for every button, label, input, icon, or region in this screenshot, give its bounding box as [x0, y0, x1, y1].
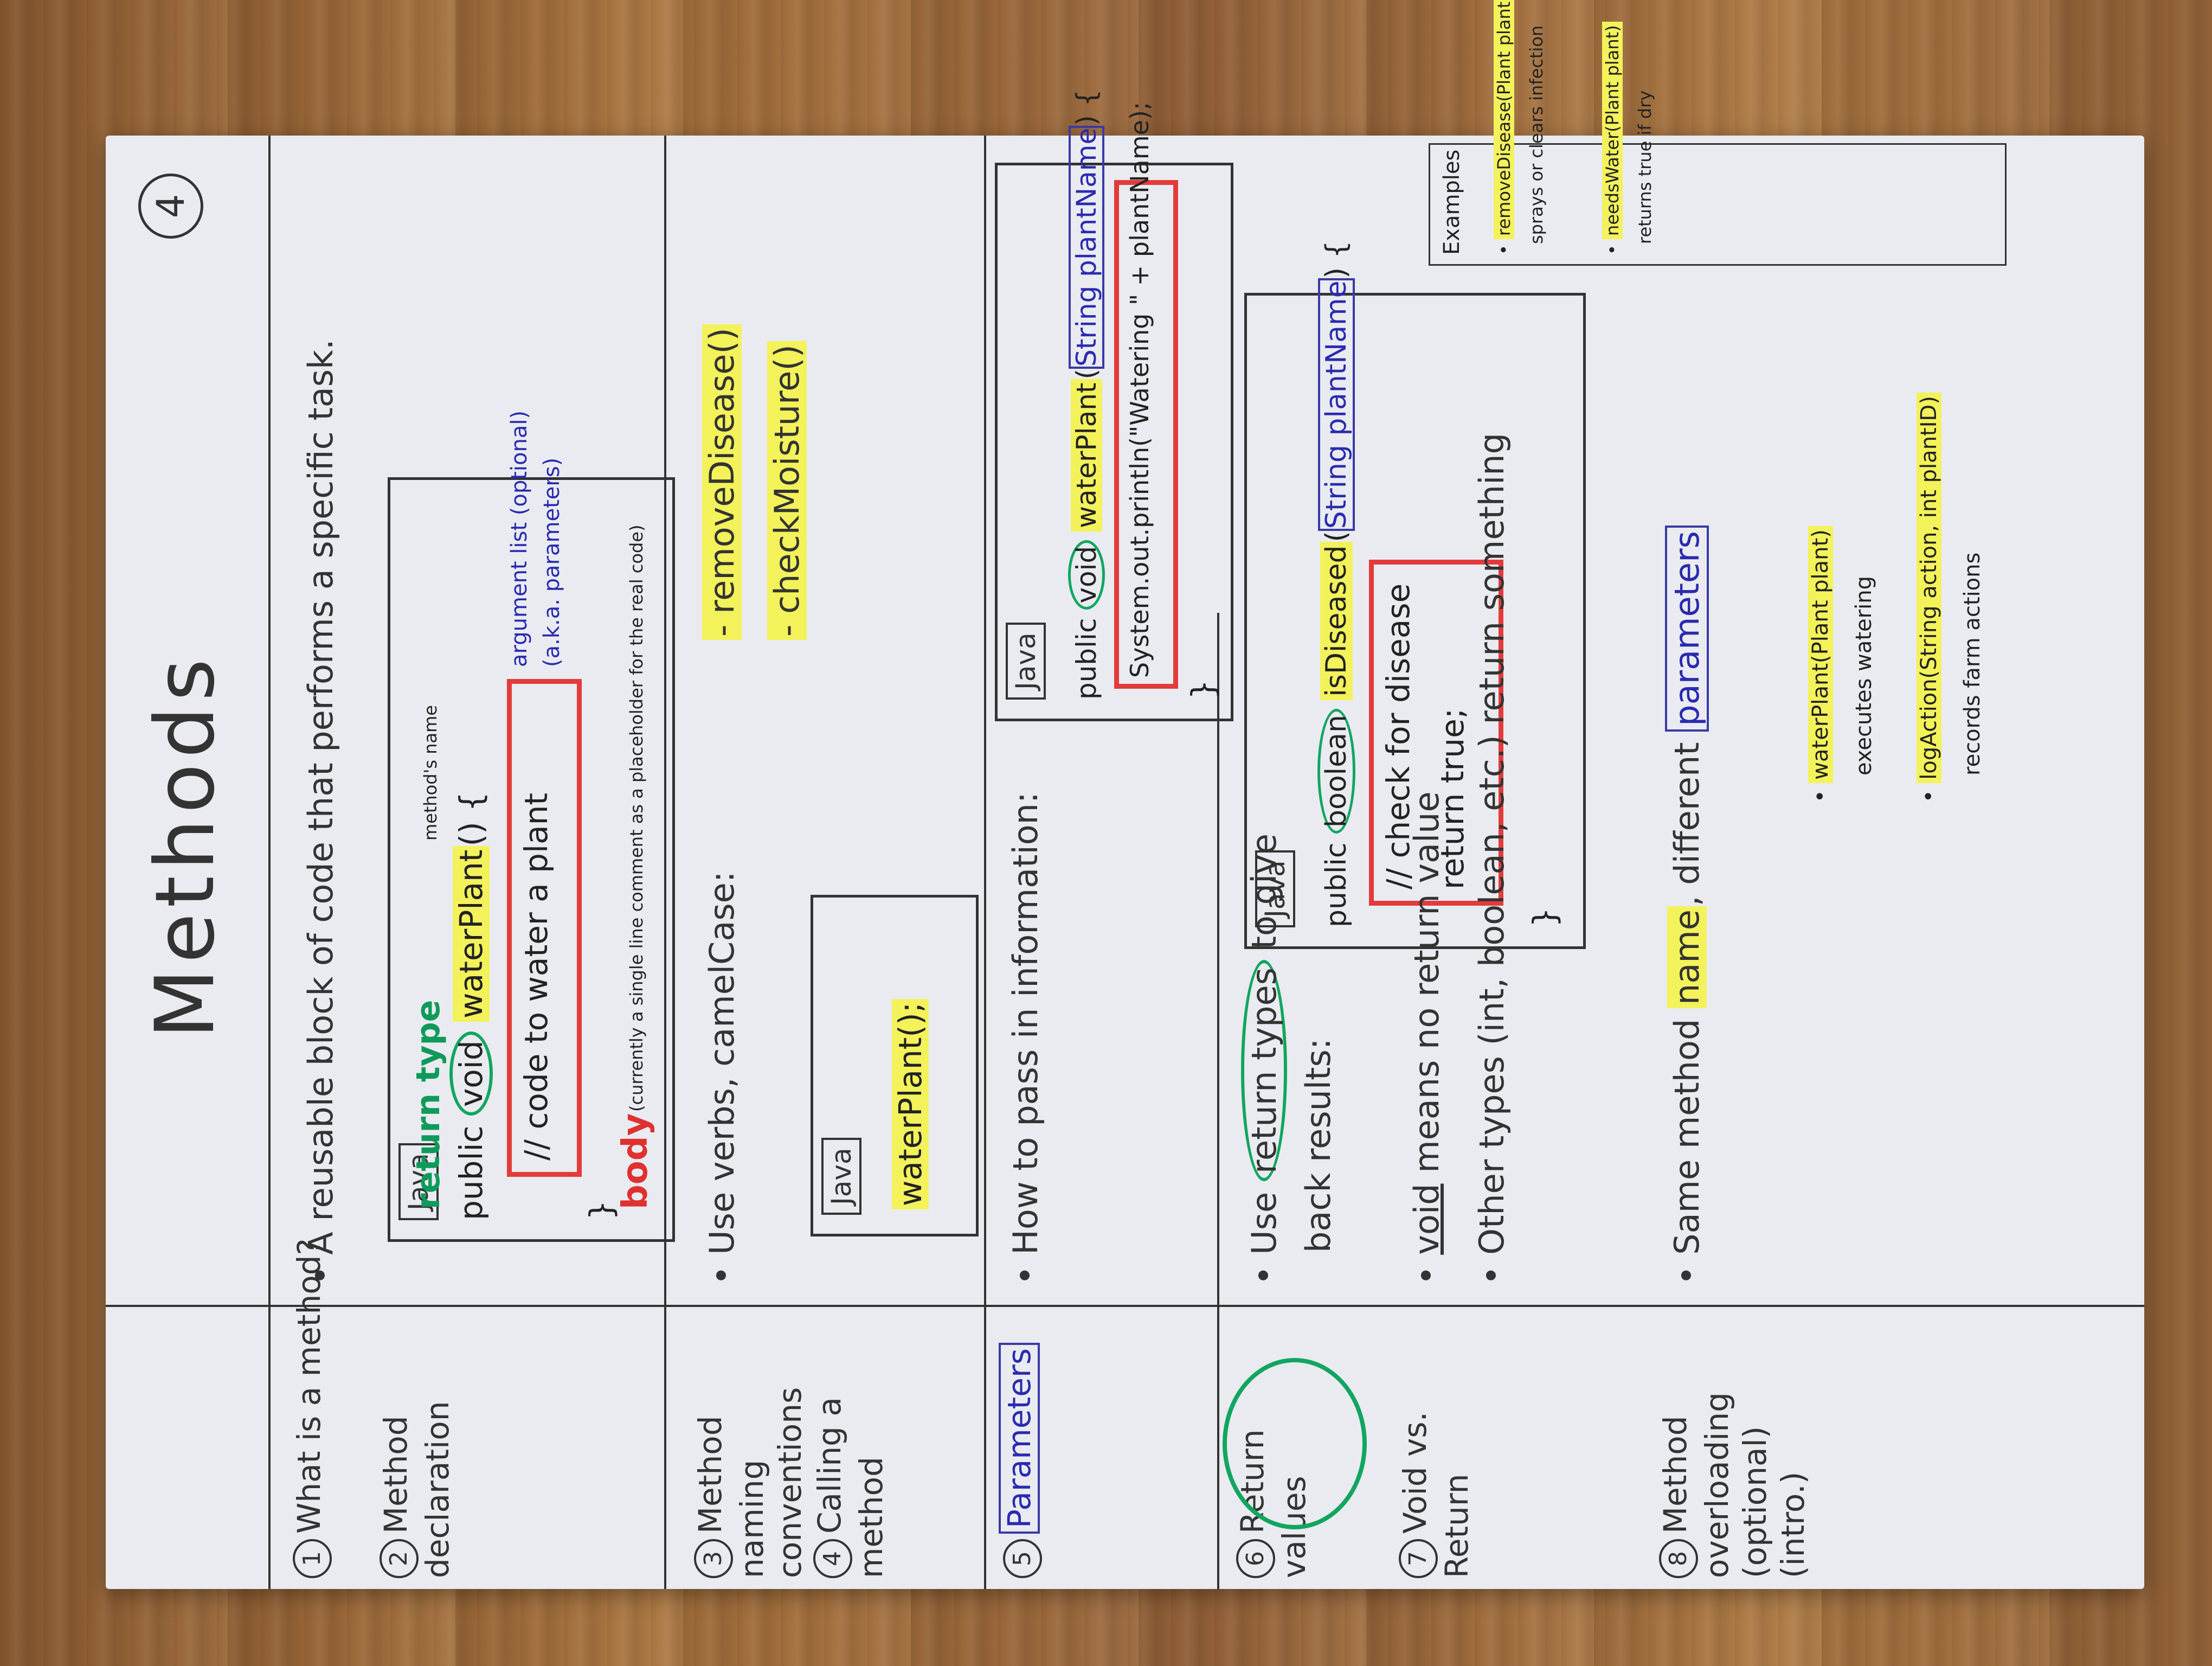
examples-box — [1429, 143, 2007, 266]
examples-item-2-desc: returns true if dry — [1635, 90, 1655, 244]
return-declaration-line: public boolean isDiseased(String plantNa… — [1317, 240, 1355, 927]
annotation-body: body — [615, 1113, 655, 1209]
page-title: Methods — [138, 653, 233, 1039]
examples-title: Examples — [1439, 149, 1464, 255]
examples-item-1-desc: sprays or clears infection — [1526, 25, 1547, 244]
annotation-body-note: (currently a single line comment as a pl… — [626, 524, 647, 1112]
declaration-close: } — [583, 1200, 620, 1220]
section-7-label: 7Void vs. Return — [1397, 1411, 1475, 1578]
section-6-bullet-cont: back results: — [1298, 1038, 1338, 1253]
page-number-badge: 4 — [138, 174, 203, 239]
java-tag: Java — [1255, 850, 1295, 927]
section-7-example-2-desc: records farm actions — [1960, 552, 1985, 776]
left-column-divider — [106, 1305, 2144, 1307]
section-7-bullet-1: • void means no return value — [1407, 791, 1446, 1285]
calling-code: waterPlant(); — [892, 998, 929, 1209]
examples-item-2: • needsWater(Plant plant) — [1602, 22, 1623, 255]
naming-example-1: - removeDisease() — [702, 324, 742, 640]
return-close: } — [1526, 907, 1563, 927]
parameters-close: } — [1185, 680, 1221, 700]
section-1-bullet: • A reusable block of code that performs… — [301, 339, 340, 1285]
parameters-declaration-line: public void waterPlant(String plantName)… — [1068, 89, 1105, 700]
section-5-label: 5Parameters — [999, 1343, 1042, 1578]
section-8-label: 8Method overloading (optional) (intro.) — [1657, 1392, 1811, 1578]
section-7-bullet-2: • Other types (int, boolean, etc.) retur… — [1472, 433, 1512, 1285]
section-2-label: 2Method declaration — [377, 1401, 456, 1578]
java-tag: Java — [1006, 623, 1046, 700]
notes-paper: Methods 4 1What is a method? 2Method dec… — [106, 0, 2144, 1589]
parameters-body: System.out.println("Watering " + plantNa… — [1125, 101, 1154, 678]
examples-item-1: • removeDisease(Plant plant) — [1494, 0, 1514, 255]
title-divider — [268, 136, 271, 1589]
java-tag: Java — [821, 1138, 861, 1215]
declaration-line: public void waterPlant() { — [449, 792, 493, 1220]
section-3-label: 3Method naming conventions — [692, 1387, 808, 1578]
section-3-bullet: • Use verbs, camelCase: — [702, 871, 742, 1285]
section-1-label: 1What is a method? — [290, 1239, 332, 1578]
section-7-example-2: • logAction(String action, int plantID) — [1917, 393, 1941, 803]
section-4-divider — [984, 136, 986, 1589]
section-4-label: 4Calling a method — [811, 1397, 890, 1578]
annotation-aka-parameters: (a.k.a. parameters) — [539, 457, 564, 667]
section-7-example-1: • waterPlant(Plant plant) — [1808, 526, 1833, 803]
section-5-bullet: • How to pass in information: — [1006, 792, 1045, 1285]
declaration-body: // code to water a plant — [518, 792, 555, 1161]
section-8-bullet: • Same method name, different parameters — [1665, 526, 1709, 1285]
annotation-return-type: return type — [409, 999, 447, 1209]
annotation-method-name: method's name — [420, 705, 441, 841]
naming-example-2: - checkMoisture() — [767, 341, 807, 640]
section-7-example-1-desc: executes watering — [1851, 576, 1876, 776]
return-values-highlight-circle — [1223, 1358, 1367, 1529]
annotation-argument-list: argument list (optional) — [507, 410, 532, 667]
section-5-divider — [1217, 613, 1219, 1589]
